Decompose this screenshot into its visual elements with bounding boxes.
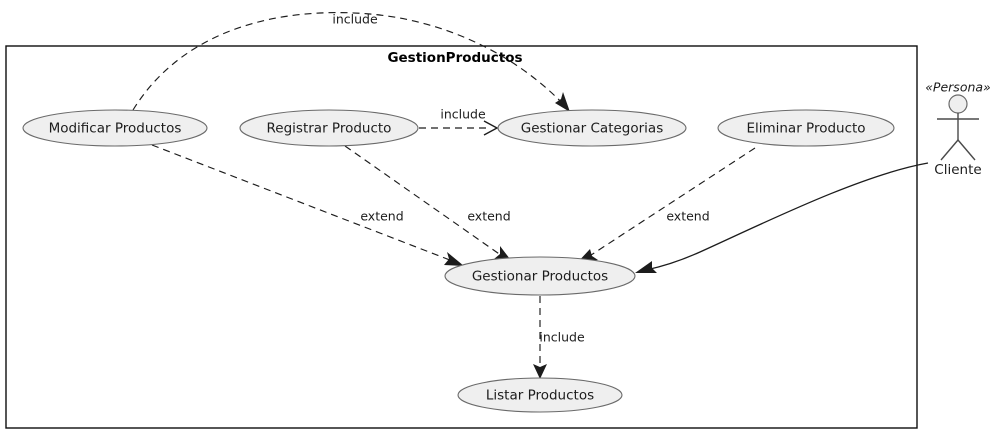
- use-case-label: Listar Productos: [486, 388, 594, 404]
- use-case-ellipse[interactable]: [22, 109, 208, 147]
- use-case-registrar-producto[interactable]: Registrar Producto: [239, 109, 419, 147]
- actor-head-icon: [948, 94, 968, 114]
- actor-stereotype-label: «Persona»: [925, 80, 991, 95]
- arrowhead: [555, 92, 570, 112]
- arrowhead: [635, 261, 657, 273]
- use-case-label: Gestionar Categorias: [521, 121, 664, 137]
- relationship-gestionar-include-listar: include: [533, 296, 585, 379]
- actor-cliente[interactable]: «Persona» Cliente: [925, 80, 991, 179]
- association-curve-path: [645, 162, 929, 271]
- use-case-gestionar-productos[interactable]: Gestionar Productos: [444, 256, 636, 296]
- relationship-eliminar-extend-gestionar: extend: [576, 147, 756, 264]
- relationship-label-include: include: [332, 12, 378, 27]
- use-case-listar-productos[interactable]: Listar Productos: [457, 377, 623, 413]
- use-case-eliminar-producto[interactable]: Eliminar Producto: [717, 109, 895, 147]
- relationship-label-include: include: [440, 107, 486, 122]
- arrowhead: [533, 364, 547, 379]
- arrowhead: [444, 252, 464, 266]
- use-case-modificar-productos[interactable]: Modificar Productos: [22, 109, 208, 147]
- extend-line-path: [151, 144, 456, 263]
- use-case-ellipse[interactable]: [457, 377, 623, 413]
- relationship-registrar-include-categorias: include: [419, 107, 499, 136]
- package-boundary-gestionproductos: [5, 45, 918, 429]
- include-arc-path: [132, 12, 567, 111]
- relationship-modificar-extend-gestionar: extend: [151, 144, 464, 266]
- actor-legs-icon: [940, 139, 976, 161]
- use-case-label: Modificar Productos: [49, 121, 182, 137]
- use-case-ellipse[interactable]: [497, 109, 687, 147]
- package-title: GestionProductos: [387, 50, 522, 66]
- use-case-label: Eliminar Producto: [746, 121, 865, 137]
- use-case-ellipse[interactable]: [717, 109, 895, 147]
- relationship-modificar-include-categorias: include: [132, 12, 570, 112]
- use-case-label: Registrar Producto: [267, 121, 392, 137]
- relationship-label-extend: extend: [666, 209, 709, 224]
- relationship-label-include: include: [539, 330, 585, 345]
- relationship-label-extend: extend: [467, 209, 510, 224]
- relationship-label-extend: extend: [360, 209, 403, 224]
- extend-line-path: [344, 145, 506, 259]
- use-case-ellipse[interactable]: [239, 109, 419, 147]
- relationship-registrar-extend-gestionar: extend: [344, 145, 513, 263]
- use-case-gestionar-categorias[interactable]: Gestionar Categorias: [497, 109, 687, 147]
- use-case-label: Gestionar Productos: [472, 269, 608, 285]
- use-case-ellipse[interactable]: [444, 256, 636, 296]
- actor-name-label: Cliente: [934, 162, 981, 178]
- relationship-cliente-association-gestionar: [635, 162, 929, 273]
- arrowhead: [483, 120, 499, 136]
- extend-line-path: [584, 147, 756, 260]
